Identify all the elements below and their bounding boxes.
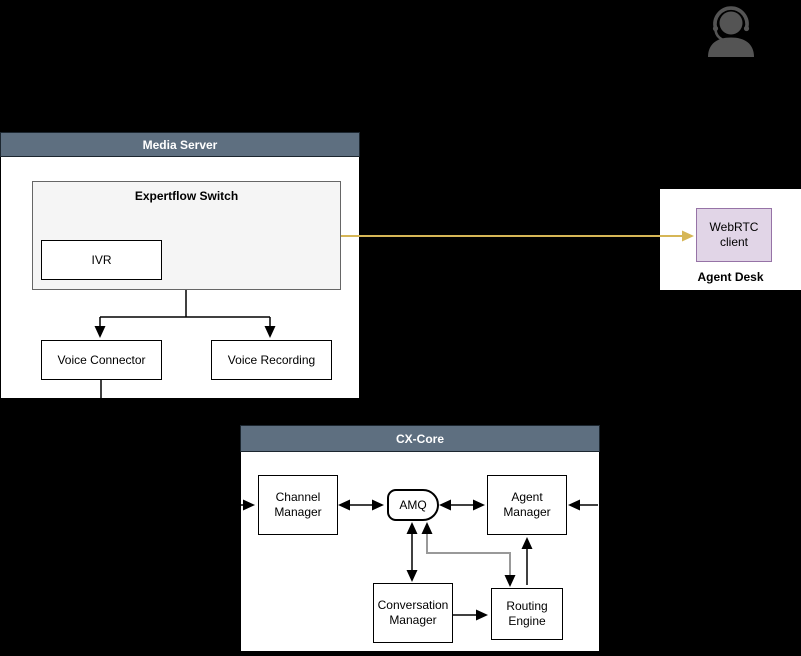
amq-box: AMQ xyxy=(387,489,439,521)
channel-manager-box: Channel Manager xyxy=(258,475,338,535)
conversation-manager-box: Conversation Manager xyxy=(373,583,453,643)
agent-manager-box: Agent Manager xyxy=(487,475,567,535)
webrtc-client-box: WebRTC client xyxy=(696,208,772,262)
ivr-box: IVR xyxy=(41,240,162,280)
voice-recording-box: Voice Recording xyxy=(211,340,332,380)
cx-core-header: CX-Core xyxy=(240,425,600,452)
cx-core-body: Channel Manager AMQ Agent Manager Conver… xyxy=(240,452,600,652)
agent-desk-group: WebRTC client Agent Desk xyxy=(660,189,801,290)
cx-core-group: CX-Core Channel Manager AMQ Agent Manage… xyxy=(240,425,600,652)
media-server-group: Media Server Expertflow Switch IVR Voice… xyxy=(0,132,360,399)
media-server-body: Expertflow Switch IVR Voice Connector Vo… xyxy=(0,157,360,399)
media-server-header: Media Server xyxy=(0,132,360,157)
person-headset-icon xyxy=(704,2,758,62)
routing-engine-box: Routing Engine xyxy=(491,588,563,640)
agent-desk-title: Agent Desk xyxy=(697,270,764,284)
voice-connector-box: Voice Connector xyxy=(41,340,162,380)
expertflow-switch-title: Expertflow Switch xyxy=(134,189,239,203)
